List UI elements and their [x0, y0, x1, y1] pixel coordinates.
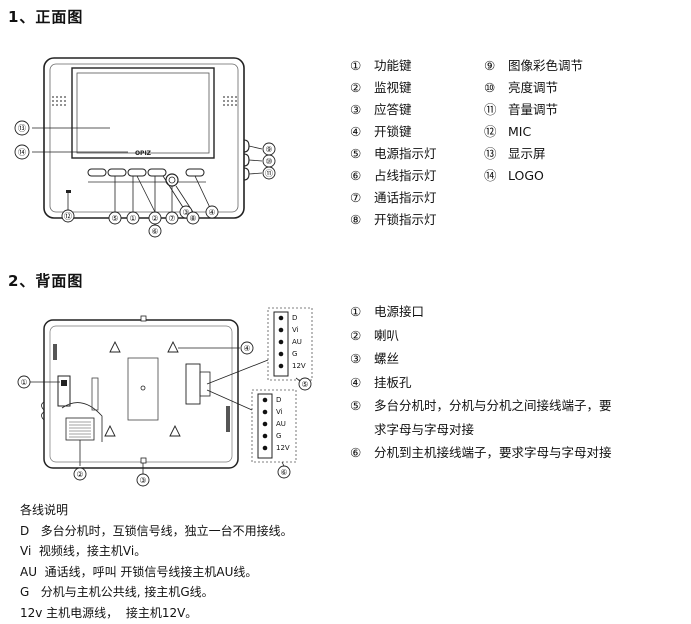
- callout-4-front: ④: [208, 208, 215, 217]
- callout-2-front: ②: [151, 214, 158, 223]
- terminal6-label-vi: Vi: [276, 408, 283, 416]
- terminal6-label-12v: 12V: [276, 444, 290, 452]
- hanging-holes: [104, 340, 181, 437]
- legend-item: ⑭ LOGO: [484, 168, 544, 183]
- note-line: D 多台分机时，互锁信号线，独立一台不用接线。: [20, 523, 293, 538]
- back-view-title: 2、背面图: [8, 272, 84, 290]
- callout-8-front: ⑧: [189, 214, 196, 223]
- callout-13-front: ⑬: [18, 124, 26, 133]
- notes-heading: 各线说明: [20, 503, 69, 517]
- callout-2-back: ②: [76, 470, 83, 479]
- legend-item: ⑧ 开锁指示灯: [350, 212, 437, 227]
- legend-item: ③ 应答键: [350, 102, 412, 117]
- callout-9-front: ⑨: [265, 145, 272, 154]
- right-speaker-grill: [223, 96, 237, 106]
- callout-1-back: ①: [20, 378, 27, 387]
- callout-10-front: ⑩: [265, 157, 272, 166]
- callout-3-front: ③: [182, 208, 189, 217]
- legend-item: ① 电源接口: [350, 304, 424, 319]
- callout-6-front: ⑥: [151, 227, 158, 236]
- callout-4-back: ④: [243, 344, 250, 353]
- note-line: AU 通话线，呼叫 开锁信号线接主机AU线。: [20, 564, 258, 579]
- brand-logo: OPIZ: [135, 150, 152, 157]
- screw: [140, 457, 147, 464]
- terminal6-label-d: D: [276, 396, 281, 404]
- legend-item: ⑩ 亮度调节: [484, 80, 558, 95]
- callout-1-front: ①: [129, 214, 136, 223]
- left-speaker-grill: [52, 96, 66, 106]
- note-line: Vi 视频线，接主机Vi。: [20, 544, 147, 558]
- legend-item: ⑪ 音量调节: [484, 102, 558, 117]
- terminal6-label-au: AU: [276, 420, 286, 428]
- callout-11-front: ⑪: [265, 169, 273, 178]
- front-legend-col2: ⑨ 图像彩色调节 ⑩ 亮度调节 ⑪ 音量调节 ⑫ MIC ⑬ 显示屏 ⑭ LOG…: [484, 55, 583, 187]
- back-legend: ① 电源接口 ② 喇叭 ③ 螺丝 ④ 挂板孔 ⑤ 多台分机时，分机与分机之间接线…: [350, 300, 612, 465]
- legend-item: 求字母与字母对接: [373, 421, 474, 437]
- terminal5-label-12v: 12V: [292, 362, 306, 370]
- terminal5-label-d: D: [292, 314, 297, 322]
- legend-item: ② 喇叭: [350, 327, 399, 343]
- legend-item: ④ 开锁键: [350, 124, 412, 139]
- callout-14-front: ⑭: [18, 148, 26, 157]
- wire-notes: 各线说明 D 多台分机时，互锁信号线，独立一台不用接线。 Vi 视频线，接主机V…: [20, 500, 293, 623]
- terminal-block-6: D Vi AU G 12V: [251, 389, 297, 463]
- legend-item: ⑤ 电源指示灯: [350, 146, 437, 161]
- front-view-diagram: OPIZ: [14, 57, 276, 238]
- legend-item: ⑬ 显示屏: [484, 146, 546, 161]
- back-housing: [43, 319, 239, 469]
- note-line: G 分机与主机公共线, 接主机G线。: [20, 585, 214, 599]
- callout-7-front: ⑦: [168, 214, 175, 223]
- legend-item: ⑫ MIC: [484, 124, 532, 139]
- callout-12-front: ⑫: [64, 212, 72, 221]
- legend-item: ⑨ 图像彩色调节: [484, 58, 583, 73]
- terminal6-label-g: G: [276, 432, 281, 440]
- front-buttons: [87, 168, 205, 177]
- callout-5-front: ⑤: [111, 214, 118, 223]
- legend-item: ⑥ 占线指示灯: [350, 168, 437, 183]
- terminal-block-5: D Vi AU G 12V: [267, 307, 313, 381]
- terminal5-label-vi: Vi: [292, 326, 299, 334]
- terminal5-label-au: AU: [292, 338, 302, 346]
- callout-6-back: ⑥: [280, 468, 287, 477]
- legend-item: ④ 挂板孔: [350, 374, 412, 390]
- legend-item: ⑥ 分机到主机接线端子，要求字母与字母对接: [350, 445, 612, 460]
- display-screen: [71, 67, 215, 159]
- front-view-title: 1、正面图: [8, 8, 84, 26]
- mic-hole: [66, 190, 71, 193]
- callout-3-back: ③: [139, 476, 146, 485]
- note-line: 12v 主机电源线， 接主机12V。: [20, 605, 198, 620]
- legend-item: ② 监视键: [350, 80, 412, 95]
- legend-item: ① 功能键: [350, 58, 412, 73]
- legend-item: ⑦ 通话指示灯: [350, 190, 437, 205]
- legend-item: ⑤ 多台分机时，分机与分机之间接线端子，要: [350, 398, 612, 413]
- front-legend-col1: ① 功能键 ② 监视键 ③ 应答键 ④ 开锁键 ⑤ 电源指示灯 ⑥ 占线指示灯 …: [350, 55, 437, 231]
- terminal5-label-g: G: [292, 350, 297, 358]
- legend-item: ③ 螺丝: [350, 351, 399, 366]
- callout-5-back: ⑤: [301, 380, 308, 389]
- back-view-diagram: D Vi AU G 12V D Vi AU G 12V: [17, 307, 313, 487]
